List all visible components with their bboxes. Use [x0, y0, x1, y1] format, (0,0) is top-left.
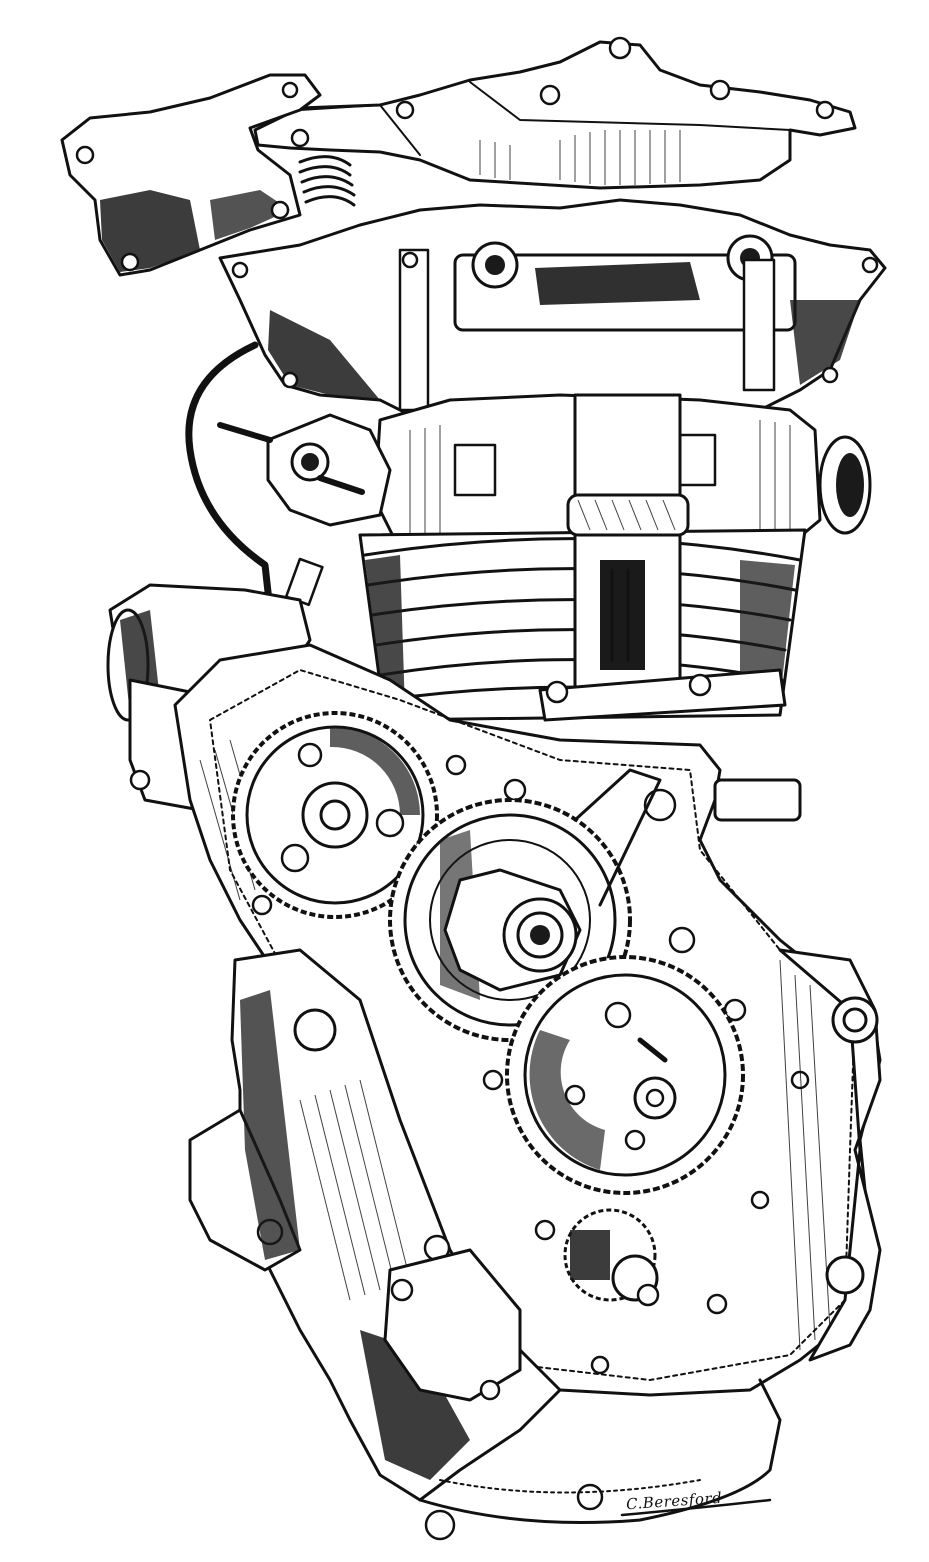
cylinder-head	[218, 198, 887, 452]
pushrod-tube	[538, 393, 787, 722]
left-rocker-bracket	[60, 73, 322, 277]
rocker-cover	[253, 36, 857, 190]
oil-pipe	[185, 341, 324, 614]
crankcase	[188, 948, 882, 1541]
intermediate-gear	[505, 955, 745, 1195]
valve-spring	[298, 155, 356, 207]
crankshaft-pinion	[563, 1208, 660, 1307]
signature-underline	[620, 1498, 772, 1517]
magneto-gear	[231, 711, 439, 919]
